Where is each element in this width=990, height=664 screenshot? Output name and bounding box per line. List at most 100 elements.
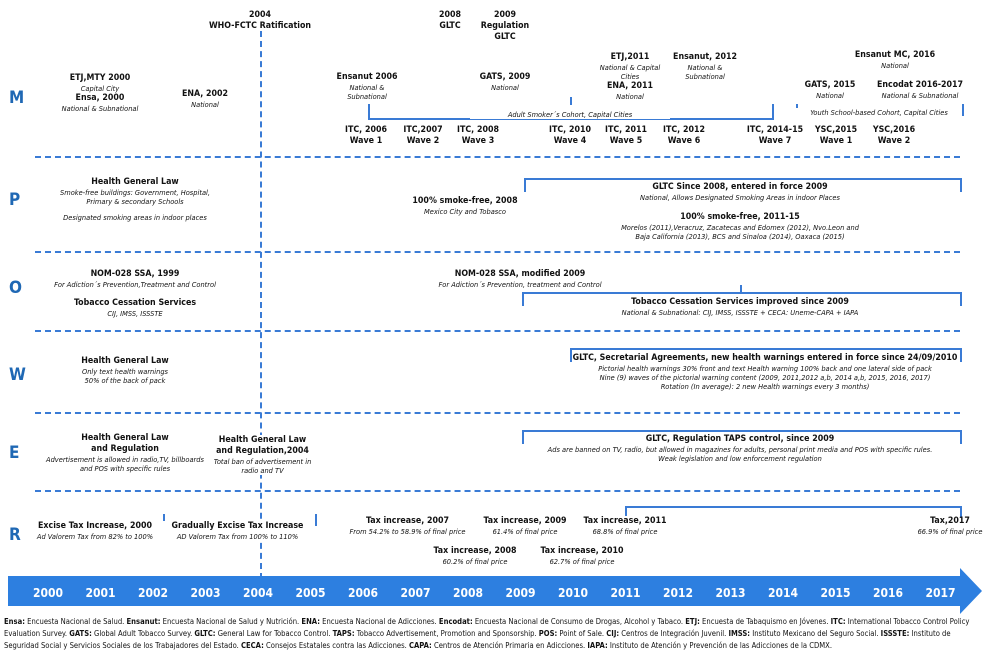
- adult-cohort-bracket-tick: [570, 97, 572, 105]
- row-letter-m: M: [9, 88, 25, 108]
- legend-text: Instituto de Atención y Prevención de la…: [607, 641, 832, 650]
- adult-cohort-bracket: [368, 104, 774, 120]
- legend-text: Encuesta Nacional de Adicciones.: [319, 617, 439, 626]
- legend-abbr: GLTC:: [194, 629, 216, 638]
- legend-text: Encuesta de Tabaquismo en Jóvenes.: [699, 617, 831, 626]
- legend-abbr: GATS:: [69, 629, 92, 638]
- legend-text: General Law for Tobacco Control.: [215, 629, 333, 638]
- legend-text: Encuesta Nacional de Consumo de Drogas, …: [472, 617, 686, 626]
- year-label: 2013: [715, 586, 746, 600]
- legend-abbr: IMSS:: [728, 629, 751, 638]
- row-letter-o: O: [9, 278, 22, 298]
- gltc-warnings: GLTC, Secretarial Agreements, new health…: [572, 353, 958, 391]
- youth-cohort-label: Youth School-based Cohort, Capital Citie…: [796, 108, 962, 117]
- timeline-arrow: [8, 568, 982, 614]
- legend-abbr: ITC:: [830, 617, 846, 626]
- row-separator: [35, 412, 960, 414]
- year-label: 2007: [400, 586, 431, 600]
- year-label: 2003: [190, 586, 221, 600]
- year-label: 2004: [242, 586, 274, 600]
- row-separator: [35, 156, 960, 158]
- year-label: 2006: [347, 586, 379, 600]
- legend-text: Consejos Estatales contra las Adicciones…: [263, 641, 409, 650]
- gltc-warnings-bracket: [570, 348, 962, 362]
- taps-control: GLTC, Regulation TAPS control, since 200…: [547, 434, 933, 463]
- legend-abbr: ETJ:: [685, 617, 700, 626]
- tax-2011-bracket: [625, 506, 962, 518]
- year-label: 2016: [872, 586, 904, 600]
- tcs-2009-bracket: [522, 292, 962, 306]
- legend-text: Instituto de Seguridad Social y Servicio…: [4, 629, 951, 650]
- gltc-2008-bracket: [524, 178, 962, 192]
- legend-text: Instituto Mexicano del Seguro Social.: [750, 629, 881, 638]
- year-label: 2011: [610, 586, 641, 600]
- tcs-2009-bracket-tick: [740, 285, 742, 293]
- year-label: 2000: [32, 586, 64, 600]
- row-letter-r: R: [9, 525, 21, 545]
- legend-abbr: Ensanut:: [126, 617, 161, 626]
- abbreviation-legend: Ensa: Encuesta Nacional de Salud. Ensanu…: [4, 616, 986, 652]
- year-label: 2005: [295, 586, 326, 600]
- row-separator: [35, 251, 960, 253]
- legend-text: Centros de Atención Primaria en Adiccion…: [431, 641, 588, 650]
- year-label: 2010: [557, 586, 589, 600]
- legend-abbr: ENA:: [301, 617, 320, 626]
- row-separator: [35, 330, 960, 332]
- legend-abbr: CECA:: [240, 641, 264, 650]
- year-label: 2015: [820, 586, 851, 600]
- year-label: 2017: [925, 586, 956, 600]
- row-letter-p: P: [9, 190, 21, 210]
- legend-abbr: CIJ:: [606, 629, 620, 638]
- year-label: 2008: [452, 586, 484, 600]
- year-label: 2001: [85, 586, 116, 600]
- legend-abbr: IAPA:: [587, 641, 608, 650]
- p-health-general-law: Health General Law Smoke-free buildings:…: [60, 177, 210, 222]
- legend-abbr: ISSSTE:: [880, 629, 910, 638]
- legend-abbr: Ensa:: [4, 617, 25, 626]
- fctc-2004-line: [260, 31, 262, 579]
- legend-text: Encuesta Nacional de Salud.: [24, 617, 127, 626]
- adult-cohort-label: Adult Smoker´s Cohort, Capital Cities: [470, 110, 670, 119]
- legend-abbr: TAPS:: [332, 629, 355, 638]
- legend-abbr: POS:: [538, 629, 558, 638]
- tcs-2009: Tobacco Cessation Services improved sinc…: [621, 297, 859, 317]
- taps-bracket: [522, 430, 962, 444]
- legend-text: International Tobacco Control Policy Eva…: [4, 617, 970, 638]
- legend-abbr: Encodat:: [438, 617, 473, 626]
- legend-text: Point of Sale.: [557, 629, 607, 638]
- legend-text: Tobacco Advertisement, Promotion and Spo…: [354, 629, 539, 638]
- year-label: 2009: [505, 586, 536, 600]
- year-label: 2002: [137, 586, 169, 600]
